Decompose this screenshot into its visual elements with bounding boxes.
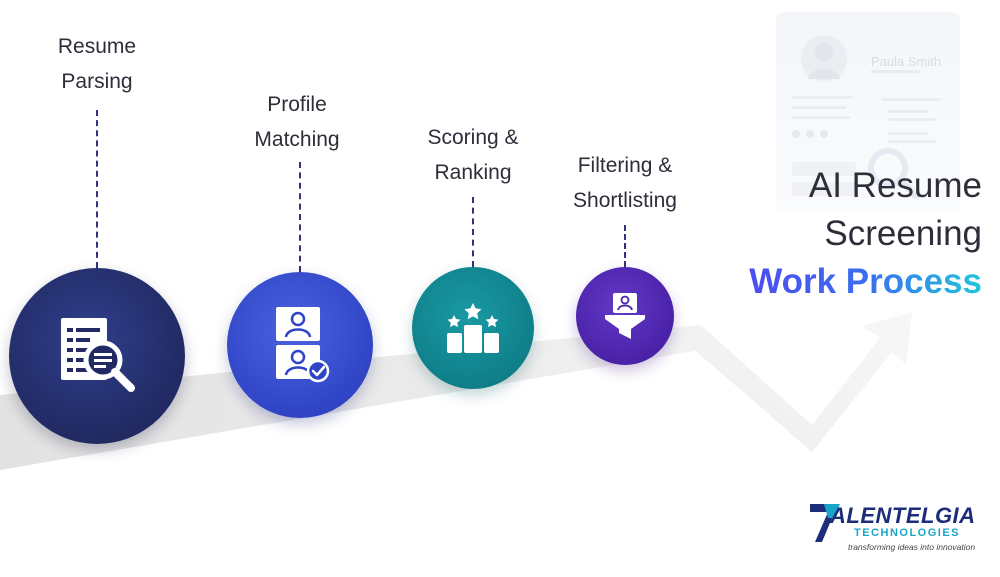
person-icon [808,43,840,79]
connector-4 [624,225,626,267]
logo-tagline: transforming ideas into innovation [848,542,976,552]
step-circle-resume-parsing [9,268,185,444]
document-search-icon [61,318,135,392]
logo-subtitle: TECHNOLOGIES [854,527,961,539]
step-circle-filtering-shortlisting [576,267,674,365]
connector-1 [96,110,98,268]
step-circle-profile-matching [227,272,373,418]
podium-stars-icon [447,303,499,353]
funnel-profile-icon [605,293,645,339]
logo-seven-mark [810,504,840,542]
rising-arrow [680,312,912,452]
company-logo: ALENTELGIA TECHNOLOGIES transforming ide… [808,500,986,560]
magnifier-icon [868,148,920,200]
step-label-profile-matching: Profile Matching [254,93,340,151]
avatar [798,32,850,84]
title-line-1: AI Resume [808,166,982,205]
title-line-3-highlight: Work Process [749,258,982,306]
step-circle-scoring-ranking [412,267,534,389]
step-label-resume-parsing: Resume Parsing [57,35,137,93]
step-label-scoring-ranking: Scoring & Ranking [427,126,519,184]
background-resume-card: Paula Smith [776,12,960,212]
page-title: AI Resume Screening Work Process [749,162,982,306]
title-line-2: Screening [824,214,982,253]
step-label-filtering-shortlisting: Filtering & Shortlisting [573,154,677,212]
logo-brand: ALENTELGIA [830,503,976,528]
connector-2 [299,162,301,272]
card-name: Paula Smith [871,54,942,69]
profile-match-icon [276,307,330,383]
connector-3 [472,197,474,267]
